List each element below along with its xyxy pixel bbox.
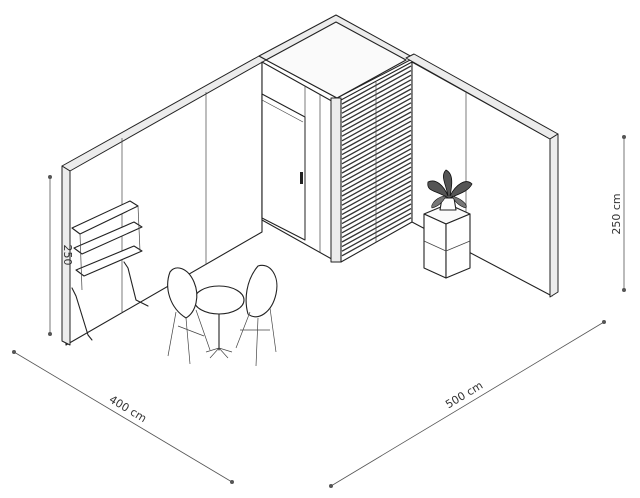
- slat: [341, 198, 412, 238]
- dimension-height-right: 250 cm: [610, 135, 626, 292]
- slat: [341, 152, 412, 192]
- slat: [341, 83, 412, 123]
- slat: [341, 194, 412, 234]
- slat: [341, 125, 412, 165]
- slat: [341, 129, 412, 169]
- plant-icon: [427, 169, 473, 211]
- table: [193, 285, 245, 359]
- slat: [341, 93, 412, 133]
- slat: [341, 74, 412, 114]
- slat: [341, 189, 412, 229]
- slat: [341, 143, 412, 183]
- chair-left: [167, 267, 211, 365]
- shelf-unit: [71, 200, 149, 341]
- width-label: 400 cm: [107, 393, 149, 425]
- slat: [341, 106, 412, 146]
- slat: [341, 217, 412, 257]
- slat: [341, 134, 412, 174]
- slat: [341, 166, 412, 206]
- door-handle-icon: [300, 172, 303, 184]
- storage-door: [261, 93, 306, 241]
- slat: [341, 65, 412, 105]
- slat: [341, 102, 412, 142]
- slat: [341, 157, 412, 197]
- dimension-height-left: 250: [48, 175, 74, 336]
- chair-right: [235, 264, 278, 367]
- slat: [341, 175, 412, 215]
- back-left-wall: [61, 55, 267, 346]
- table-set: [167, 264, 278, 367]
- slat: [341, 148, 412, 188]
- slat: [341, 97, 412, 137]
- height-left-label: 250: [61, 245, 74, 266]
- slat: [341, 79, 412, 119]
- slat: [341, 208, 412, 248]
- plant-stand: [423, 169, 473, 279]
- slat: [341, 185, 412, 225]
- dimension-depth: 500 cm: [329, 320, 606, 488]
- louvered-panel: [340, 61, 413, 263]
- slat: [341, 116, 412, 156]
- storage-room: [258, 14, 415, 263]
- slat: [341, 162, 412, 202]
- slat: [341, 70, 412, 110]
- slat: [341, 203, 412, 243]
- dimension-width: 400 cm: [12, 350, 234, 484]
- slat: [341, 88, 412, 128]
- slat: [341, 180, 412, 220]
- slat: [341, 212, 412, 252]
- slat: [341, 111, 412, 151]
- slat: [341, 120, 412, 160]
- slat: [341, 171, 412, 211]
- slat: [341, 139, 412, 179]
- height-right-label: 250 cm: [610, 193, 623, 234]
